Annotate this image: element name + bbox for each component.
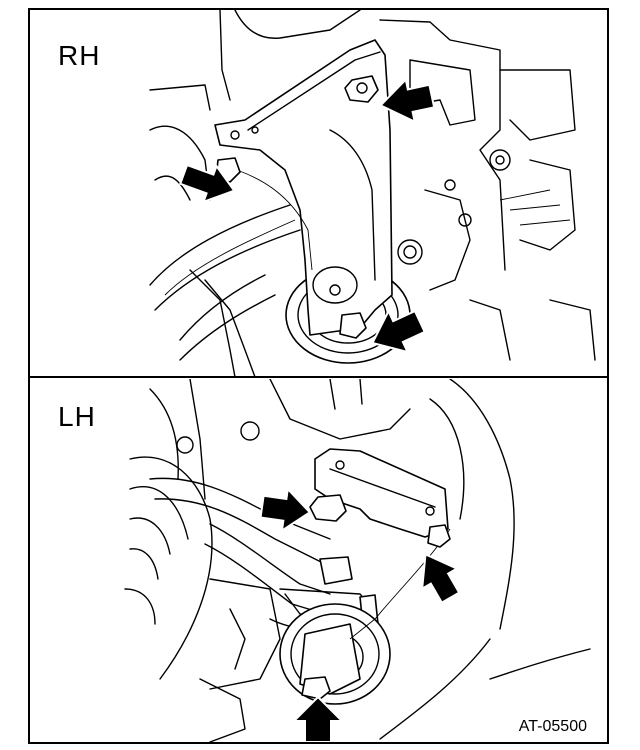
pointer-arrow-icon <box>291 695 345 742</box>
pointer-arrow-icon <box>178 163 236 204</box>
pointer-arrow-icon <box>378 77 436 124</box>
lh-engine-mount-illustration <box>124 379 591 742</box>
rh-arrows <box>178 77 436 354</box>
lh-panel: LH AT-05500 <box>30 379 607 742</box>
pointer-arrow-icon <box>259 486 312 533</box>
rh-background-components <box>149 10 596 361</box>
lh-right-bolt <box>427 524 451 548</box>
rh-hoses <box>149 204 301 377</box>
lh-bracket <box>299 448 451 695</box>
rh-lower-bolt <box>339 312 367 339</box>
figure-code: AT-05500 <box>518 718 587 735</box>
lh-hose-clamp <box>319 556 353 585</box>
rh-panel: RH <box>30 10 607 377</box>
lh-arrows <box>259 486 461 742</box>
rh-engine-mount-illustration <box>149 10 596 377</box>
lh-upper-bolt <box>309 494 347 522</box>
lh-hoses <box>149 477 379 632</box>
rh-upper-bolt <box>344 75 379 103</box>
pointer-arrow-icon <box>420 552 461 605</box>
lh-background-components <box>124 379 591 742</box>
lh-bolts <box>301 494 451 700</box>
rh-side-label: RH <box>58 40 101 71</box>
panel-divider <box>30 376 607 378</box>
figure-frame: RH <box>28 8 609 744</box>
pointer-arrow-icon <box>370 308 426 354</box>
lh-side-label: LH <box>58 401 96 432</box>
lh-lower-bolt <box>301 676 331 700</box>
